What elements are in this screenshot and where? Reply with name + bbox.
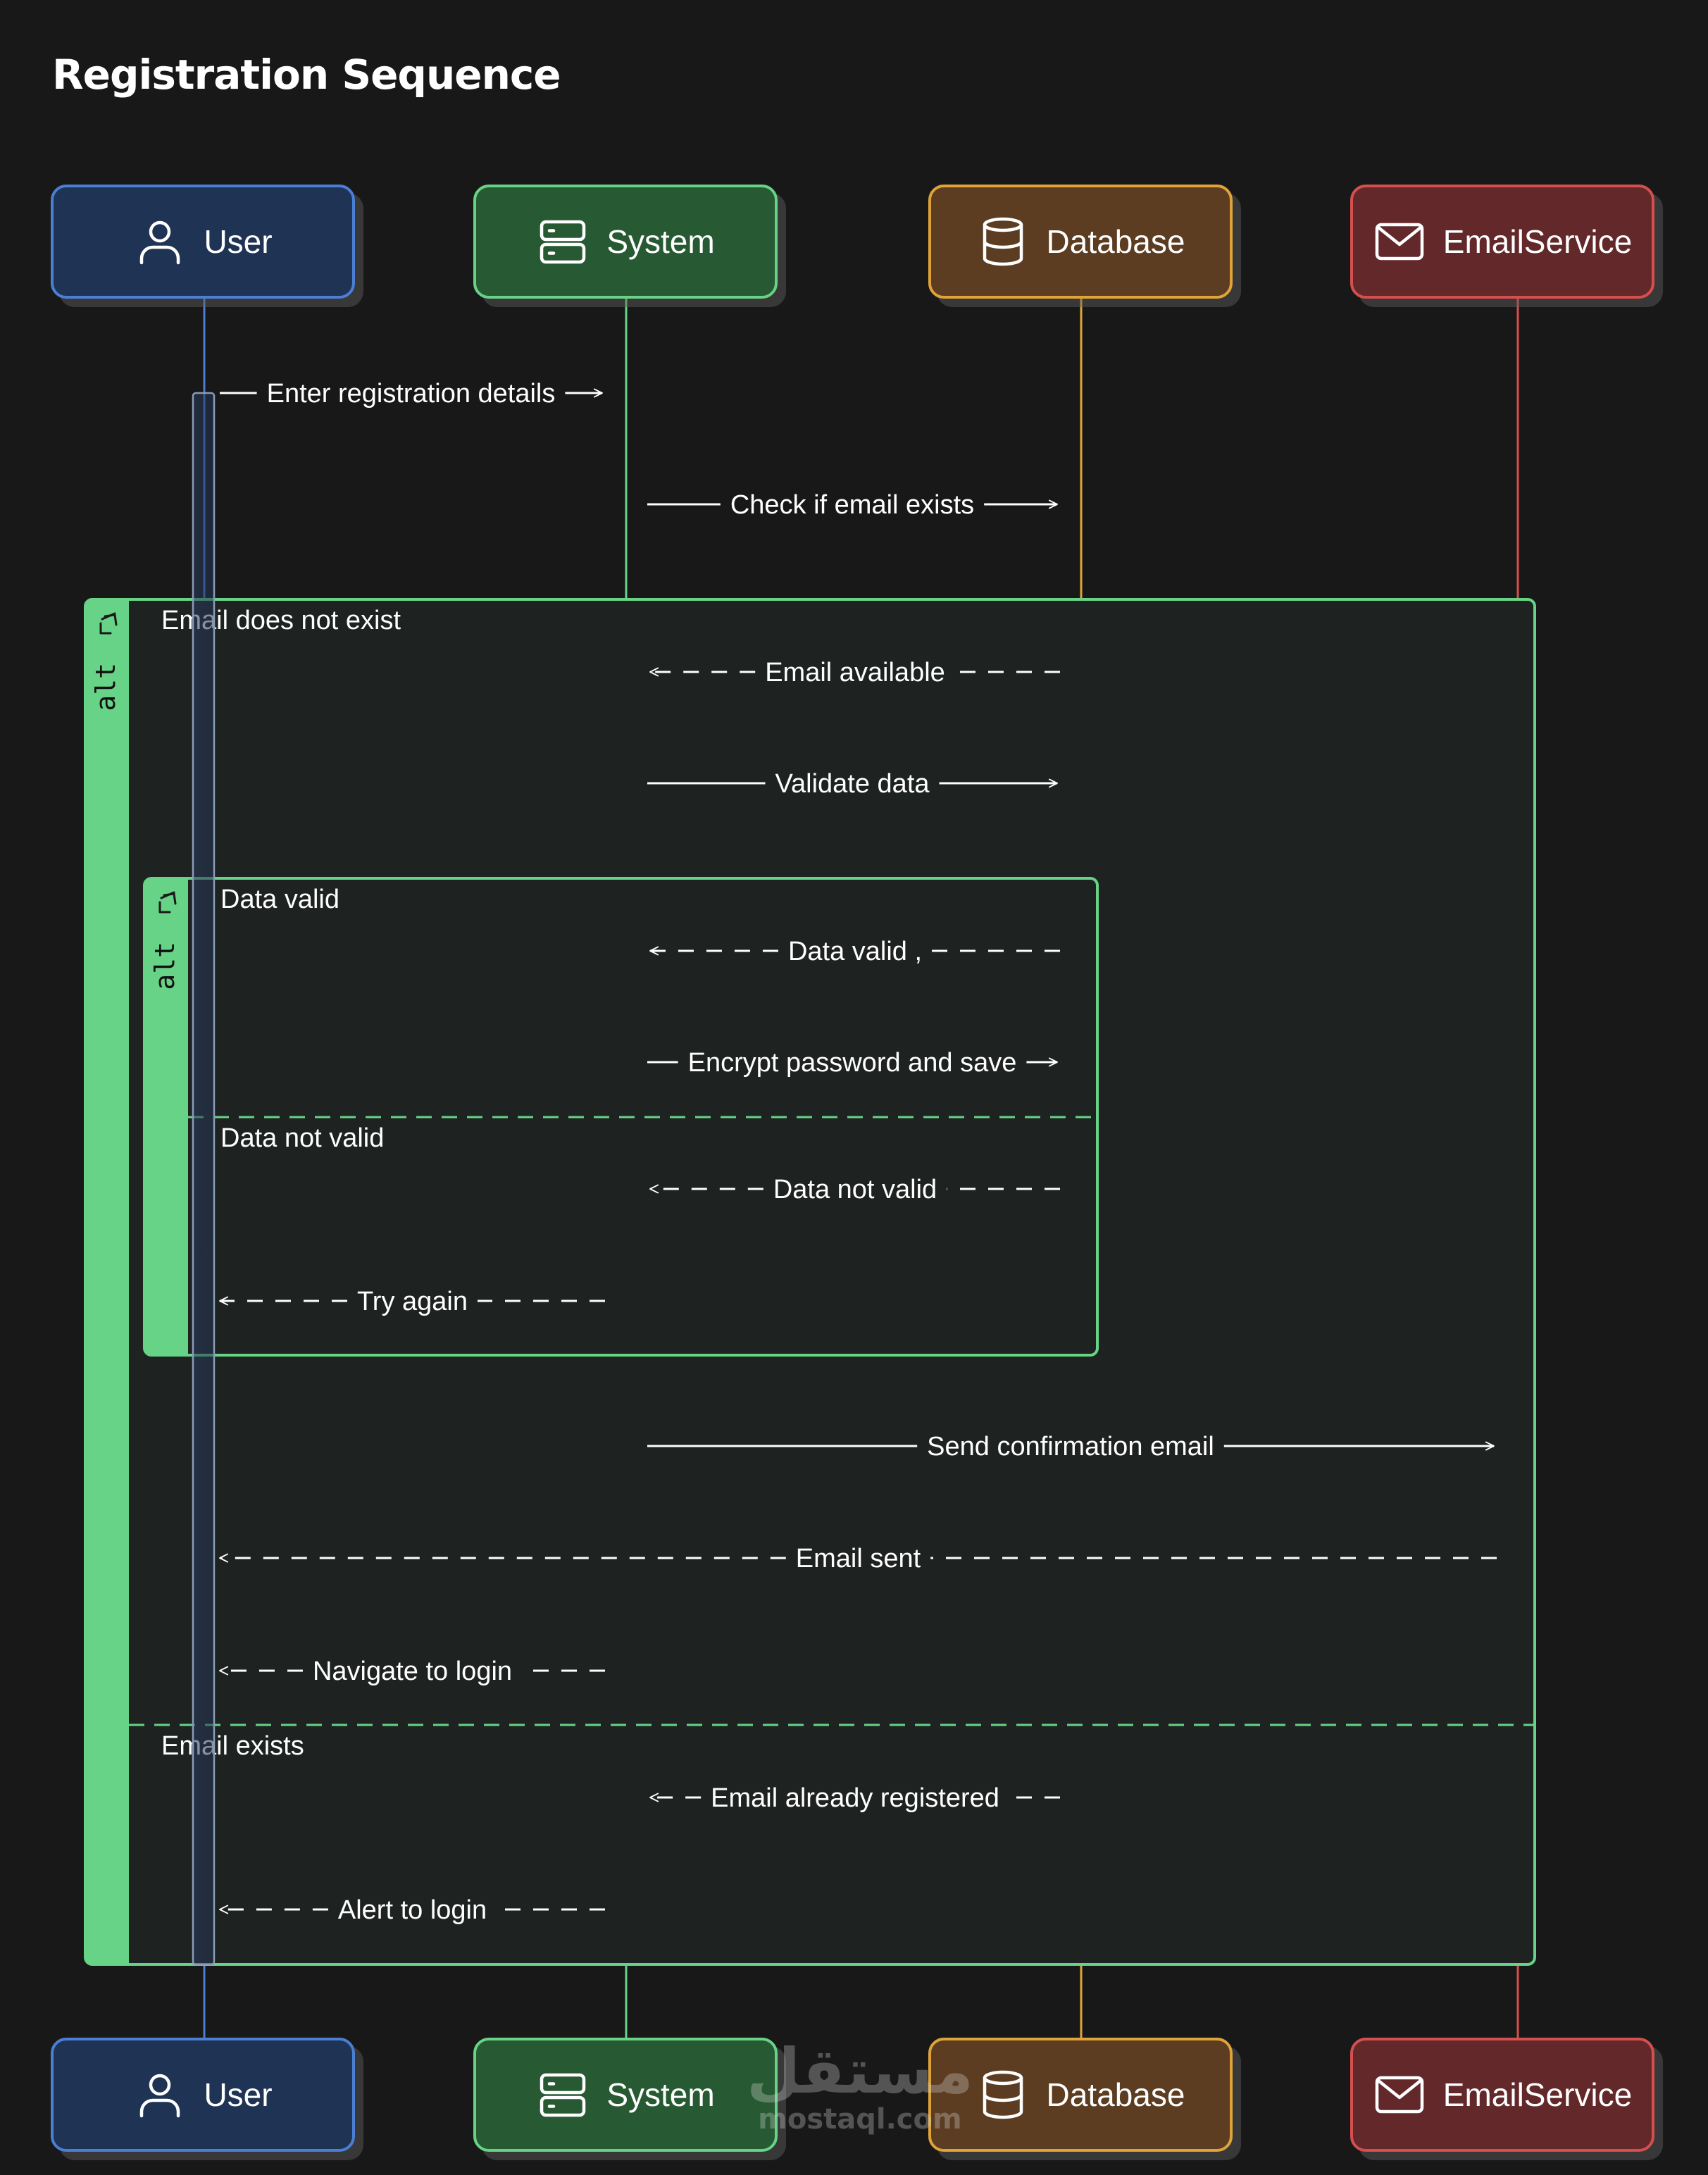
database-icon <box>976 215 1030 268</box>
server-icon <box>536 215 590 268</box>
participant-database-bottom: Database <box>928 2038 1233 2152</box>
participant-system-bottom: System <box>473 2038 778 2152</box>
participant-label: EmailService <box>1442 2076 1633 2113</box>
fragment-guard: Data not valid <box>220 1123 384 1153</box>
collapse-icon[interactable] <box>158 891 177 914</box>
message-arrow: Send confirmation email <box>647 1432 1495 1462</box>
message-arrow: Email already registered <box>649 1783 1060 1813</box>
message-arrow: Email sent <box>219 1544 1497 1573</box>
message-label: Send confirmation email <box>927 1432 1214 1462</box>
message-arrow: Data not valid <box>649 1175 1060 1204</box>
message-arrow: Check if email exists <box>647 490 1058 520</box>
message-arrow: Encrypt password and save <box>647 1048 1058 1078</box>
message-label: Validate data <box>775 769 930 799</box>
message-arrow: Data valid , <box>649 937 1060 966</box>
message-label: Email already registered <box>711 1783 999 1813</box>
message-label: Alert to login <box>338 1895 487 1925</box>
message-label: Encrypt password and save <box>688 1048 1017 1078</box>
fragment-guard: Data valid <box>220 885 339 914</box>
message-label: Enter registration details <box>267 379 556 409</box>
fragment-guard: Email exists <box>161 1731 304 1761</box>
fragment-inner-operator: alt <box>149 942 180 990</box>
participant-system-top: System <box>473 185 778 299</box>
activations <box>192 392 216 1966</box>
message-arrow: Enter registration details <box>220 379 603 409</box>
participant-label: User <box>204 2076 273 2113</box>
activation-bar-user <box>192 392 216 1966</box>
participant-label: User <box>204 223 273 260</box>
participant-emailservice-bottom: EmailService <box>1350 2038 1654 2152</box>
participant-label: Database <box>1046 2076 1185 2113</box>
message-arrow: Validate data <box>647 769 1058 799</box>
participant-label: System <box>606 2076 715 2113</box>
participant-label: EmailService <box>1442 223 1633 260</box>
participant-label: System <box>606 223 715 260</box>
collapse-icon[interactable] <box>99 612 118 635</box>
message-label: Try again <box>357 1287 468 1316</box>
message-arrow: Alert to login <box>219 1895 605 1925</box>
mail-icon <box>1373 215 1426 268</box>
message-arrow: Try again <box>219 1287 605 1316</box>
message-label: Email sent <box>796 1544 921 1573</box>
participant-user-bottom: User <box>51 2038 355 2152</box>
mail-icon <box>1373 2068 1426 2121</box>
message-label: Data valid , <box>788 937 922 966</box>
message-arrow: Email available <box>649 658 1060 687</box>
server-icon <box>536 2068 590 2121</box>
message-label: Check if email exists <box>730 490 974 520</box>
database-icon <box>976 2068 1030 2121</box>
participant-user-top: User <box>51 185 355 299</box>
page-title: Registration Sequence <box>52 51 561 99</box>
message-label: Email available <box>765 658 945 687</box>
fragment-outer-operator: alt <box>90 663 121 711</box>
user-icon <box>133 215 187 268</box>
user-icon <box>133 2068 187 2121</box>
message-label: Navigate to login <box>313 1657 512 1686</box>
participant-label: Database <box>1046 223 1185 260</box>
participant-emailservice-top: EmailService <box>1350 185 1654 299</box>
participant-database-top: Database <box>928 185 1233 299</box>
message-arrow: Navigate to login <box>219 1657 605 1686</box>
message-label: Data not valid <box>773 1175 937 1204</box>
